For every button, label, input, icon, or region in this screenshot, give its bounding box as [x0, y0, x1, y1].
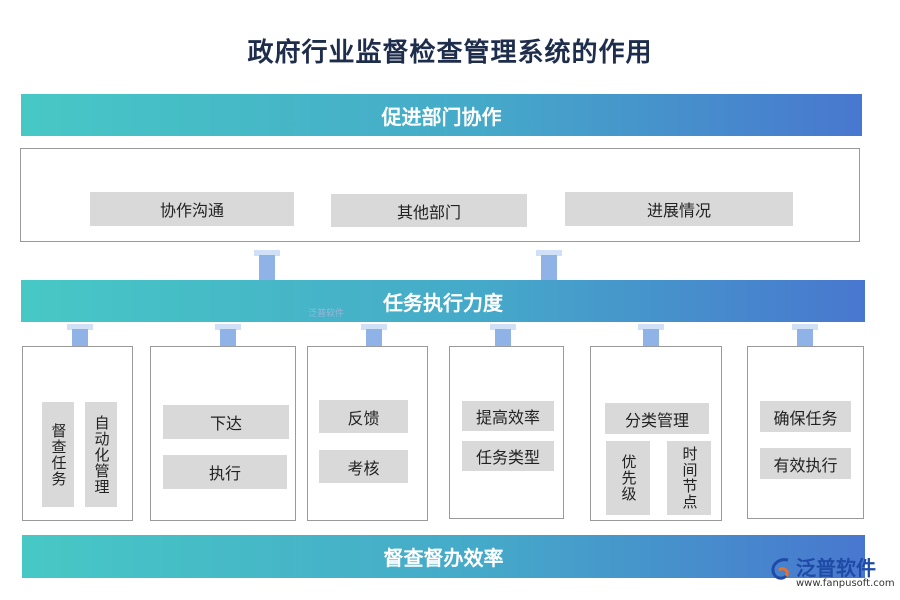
group-item-vertical: 督查任务 — [42, 402, 74, 507]
group-item: 有效执行 — [760, 448, 851, 479]
group-classification: 分类管理 优先级 时间节点 — [590, 346, 722, 521]
logo-swirl-icon — [771, 558, 789, 580]
group-item-vertical: 优先级 — [606, 441, 650, 515]
group-item: 执行 — [163, 455, 287, 489]
top-item-collaboration: 协作沟通 — [90, 192, 294, 226]
group-efficiency-type: 提高效率 任务类型 — [449, 346, 564, 519]
brand-logo: 泛普软件 www.fanpusoft.com — [768, 552, 895, 596]
group-item: 下达 — [163, 405, 289, 439]
group-item-vertical: 时间节点 — [667, 441, 711, 515]
watermark: 泛普软件 — [308, 309, 345, 319]
logo-brand-text: 泛普软件 — [796, 556, 876, 580]
logo-url: www.fanpusoft.com — [796, 578, 895, 589]
up-arrow-icon — [254, 250, 280, 280]
top-items-box: 协作沟通 其他部门 进展情况 — [20, 148, 860, 242]
up-arrow-icon — [536, 250, 562, 280]
group-supervision-tasks: 督查任务 自动化管理 — [22, 346, 133, 521]
group-ensure-execution: 确保任务 有效执行 — [747, 346, 864, 519]
group-feedback-assessment: 反馈 考核 — [307, 346, 428, 521]
group-item: 任务类型 — [462, 441, 554, 471]
group-item: 考核 — [319, 450, 408, 483]
top-item-progress: 进展情况 — [565, 192, 793, 226]
group-item-vertical: 自动化管理 — [85, 402, 117, 507]
banner-supervision-efficiency: 督查督办效率 — [22, 535, 865, 578]
group-item: 提高效率 — [462, 401, 554, 431]
banner-task-execution: 任务执行力度 — [21, 280, 865, 322]
banner-department-cooperation: 促进部门协作 — [21, 94, 862, 136]
top-item-other-departments: 其他部门 — [331, 194, 527, 227]
group-item: 反馈 — [319, 400, 408, 433]
page-title: 政府行业监督检查管理系统的作用 — [247, 38, 653, 68]
group-item: 确保任务 — [760, 401, 851, 432]
group-item-header: 分类管理 — [605, 403, 709, 434]
group-issue-execute: 下达 执行 — [150, 346, 296, 521]
